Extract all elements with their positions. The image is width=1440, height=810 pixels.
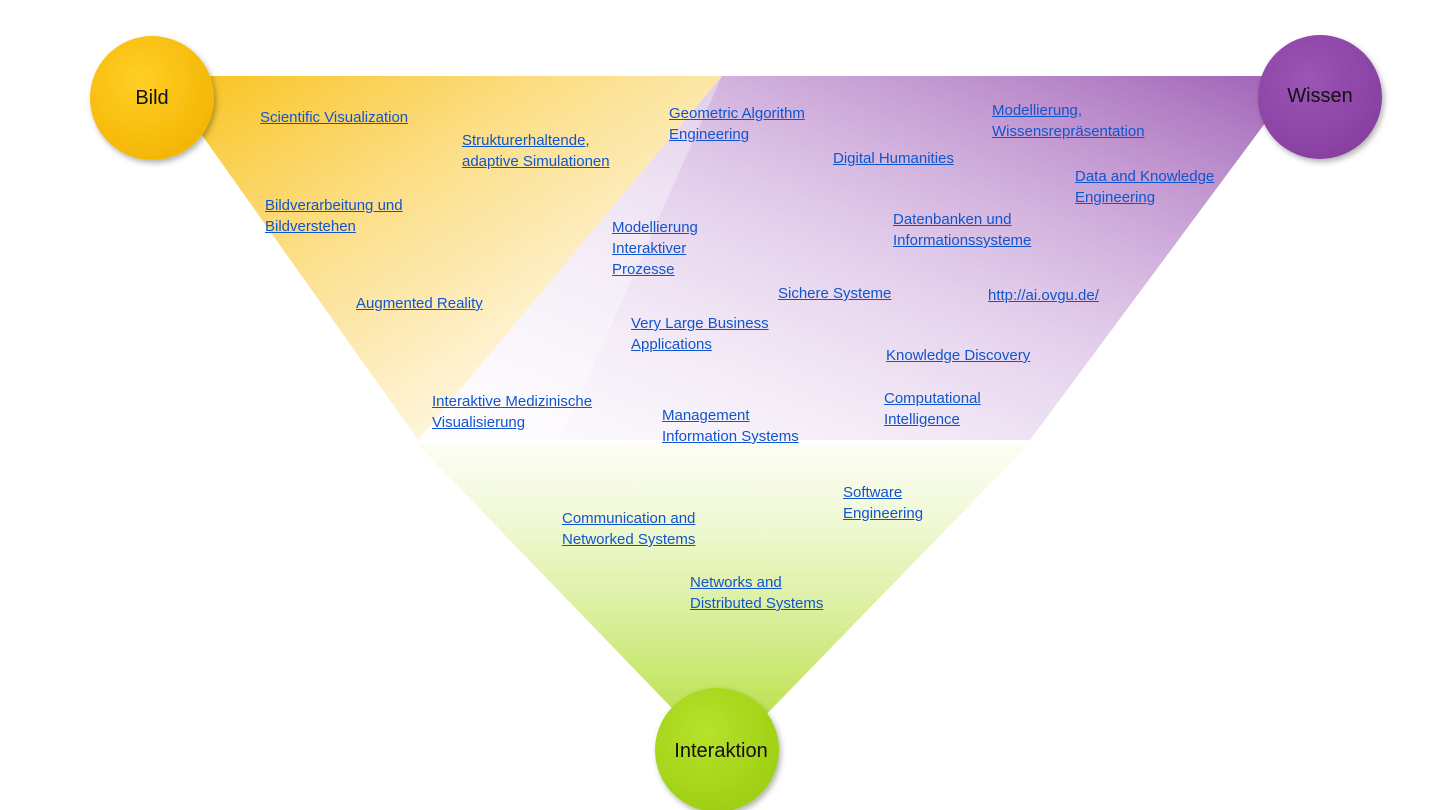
link-medizinische-visualisierung[interactable]: Interaktive Medizinische Visualisierung <box>432 391 592 433</box>
link-line: Modellierung <box>612 219 698 236</box>
link-data-knowledge[interactable]: Data and Knowledge Engineering <box>1075 166 1214 208</box>
link-line: Engineering <box>843 505 924 522</box>
link-line: Prozesse <box>612 261 675 278</box>
link-line: Sichere Systeme <box>778 285 892 302</box>
link-line: Information Systems <box>662 428 799 445</box>
link-line: Data and Knowledge <box>1075 168 1215 185</box>
link-line: Communication and <box>562 510 696 527</box>
link-scientific-visualization[interactable]: Scientific Visualization <box>260 107 408 128</box>
link-communication-networked[interactable]: Communication and Networked Systems <box>562 508 695 550</box>
link-computational-intelligence[interactable]: Computational Intelligence <box>884 388 981 430</box>
link-line: Very Large Business <box>631 315 769 332</box>
link-line: adaptive Simulationen <box>462 153 610 170</box>
bild-circle[interactable] <box>90 36 214 160</box>
link-line: Networks and <box>690 574 782 591</box>
link-very-large-business[interactable]: Very Large Business Applications <box>631 313 769 355</box>
link-line: Networked Systems <box>562 531 696 548</box>
link-line: Software <box>843 484 903 501</box>
link-line: Visualisierung <box>432 414 526 431</box>
interaktion-segment <box>418 445 1028 760</box>
link-modellierung-prozesse[interactable]: Modellierung Interaktiver Prozesse <box>612 217 698 280</box>
link-line: Strukturerhaltende, <box>462 132 590 149</box>
wissen-segment <box>418 76 1300 440</box>
link-line: http://ai.ovgu.de/ <box>988 287 1099 304</box>
link-line: Applications <box>631 336 712 353</box>
link-augmented-reality[interactable]: Augmented Reality <box>356 293 483 314</box>
link-line: Engineering <box>669 126 750 143</box>
link-line: Engineering <box>1075 189 1156 206</box>
wissen-circle[interactable] <box>1258 35 1382 159</box>
link-line: Bildverstehen <box>265 218 356 235</box>
link-line: Distributed Systems <box>690 595 824 612</box>
link-management-information[interactable]: Management Information Systems <box>662 405 799 447</box>
link-sichere-systeme[interactable]: Sichere Systeme <box>778 283 891 304</box>
bild-label: Bild <box>135 87 169 109</box>
link-digital-humanities[interactable]: Digital Humanities <box>833 148 954 169</box>
link-line: Digital Humanities <box>833 150 954 167</box>
interaktion-circle[interactable] <box>655 688 779 810</box>
link-line: Scientific Visualization <box>260 109 409 126</box>
link-line: Interaktive Medizinische <box>432 393 593 410</box>
link-line: Bildverarbeitung und <box>265 197 403 214</box>
link-line: Knowledge Discovery <box>886 347 1031 364</box>
link-line: Interaktiver <box>612 240 687 257</box>
interaktion-label: Interaktion <box>674 740 768 762</box>
link-line: Wissensrepräsentation <box>992 123 1145 140</box>
link-geometric-algorithm[interactable]: Geometric Algorithm Engineering <box>669 103 805 145</box>
wissen-label: Wissen <box>1287 85 1353 107</box>
bild-overlap <box>418 76 722 440</box>
link-modellierung-wissen[interactable]: Modellierung, Wissensrepräsentation <box>992 100 1145 142</box>
link-line: Datenbanken und <box>893 211 1012 228</box>
link-ai-ovgu[interactable]: http://ai.ovgu.de/ <box>988 285 1099 306</box>
link-line: Management <box>662 407 750 424</box>
link-networks-distributed[interactable]: Networks and Distributed Systems <box>690 572 823 614</box>
bild-segment <box>160 76 722 440</box>
link-software-engineering[interactable]: Software Engineering <box>843 482 923 524</box>
link-knowledge-discovery[interactable]: Knowledge Discovery <box>886 345 1030 366</box>
link-line: Computational <box>884 390 981 407</box>
link-line: Informationssysteme <box>893 232 1032 249</box>
link-line: Modellierung, <box>992 102 1083 119</box>
link-line: Geometric Algorithm <box>669 105 805 122</box>
link-line: Intelligence <box>884 411 960 428</box>
link-datenbanken[interactable]: Datenbanken und Informationssysteme <box>893 209 1031 251</box>
link-strukturerhaltende[interactable]: Strukturerhaltende, adaptive Simulatione… <box>462 130 610 172</box>
link-line: Augmented Reality <box>356 295 483 312</box>
link-bildverarbeitung[interactable]: Bildverarbeitung und Bildverstehen <box>265 195 403 237</box>
